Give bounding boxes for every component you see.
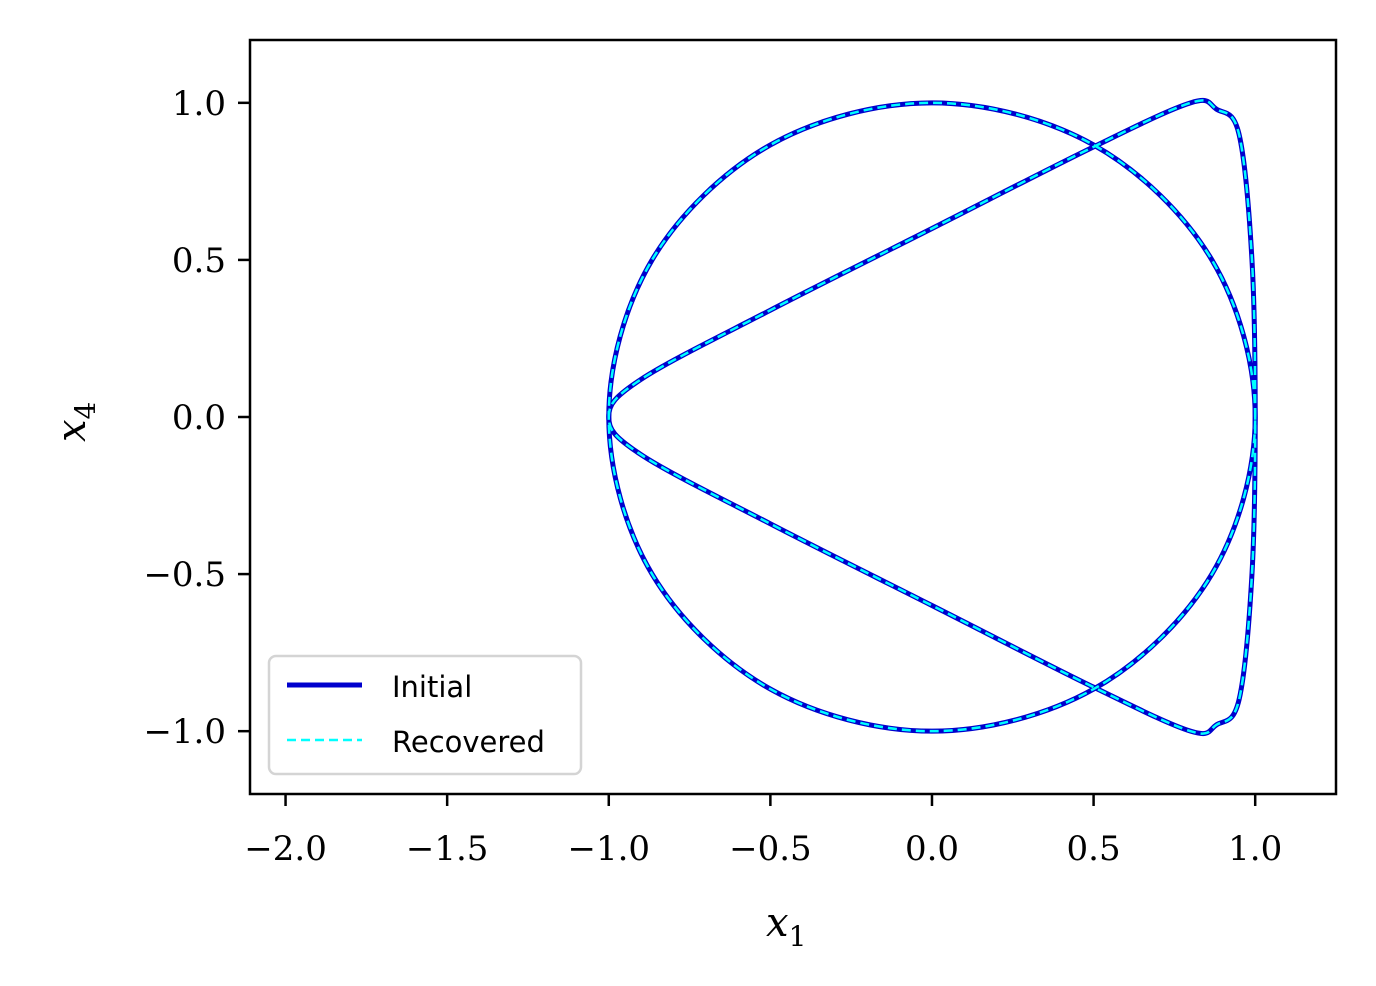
y-tick-label: −1.0 bbox=[143, 712, 226, 752]
x-tick-label: 0.0 bbox=[905, 829, 959, 869]
x-tick-label: −2.0 bbox=[244, 829, 327, 869]
x-tick-label: 1.0 bbox=[1228, 829, 1282, 869]
x-tick-label: 0.5 bbox=[1067, 829, 1121, 869]
x-tick-label: −1.5 bbox=[406, 829, 489, 869]
x-axis-ticks: −2.0 −1.5 −1.0 −0.5 0.0 0.5 1.0 bbox=[244, 794, 1282, 869]
y-tick-label: 0.5 bbox=[172, 241, 226, 281]
x-axis-label-subscript: 1 bbox=[789, 920, 807, 953]
x-axis-label: x1 bbox=[766, 900, 806, 953]
y-axis-label-subscript: 4 bbox=[69, 402, 102, 420]
y-tick-label: −0.5 bbox=[143, 555, 226, 595]
y-tick-label: 0.0 bbox=[172, 398, 226, 438]
y-tick-label: 1.0 bbox=[172, 84, 226, 124]
legend-label-initial: Initial bbox=[392, 670, 472, 704]
y-axis-label: x4 bbox=[49, 402, 102, 442]
legend-label-recovered: Recovered bbox=[392, 725, 545, 759]
x-tick-label: −1.0 bbox=[567, 829, 650, 869]
series-recovered-loop-line bbox=[607, 99, 1257, 735]
legend: Initial Recovered bbox=[267, 654, 583, 776]
plot-curves bbox=[606, 97, 1258, 737]
y-axis-ticks: 1.0 0.5 0.0 −0.5 −1.0 bbox=[143, 84, 250, 752]
x-tick-label: −0.5 bbox=[729, 829, 812, 869]
